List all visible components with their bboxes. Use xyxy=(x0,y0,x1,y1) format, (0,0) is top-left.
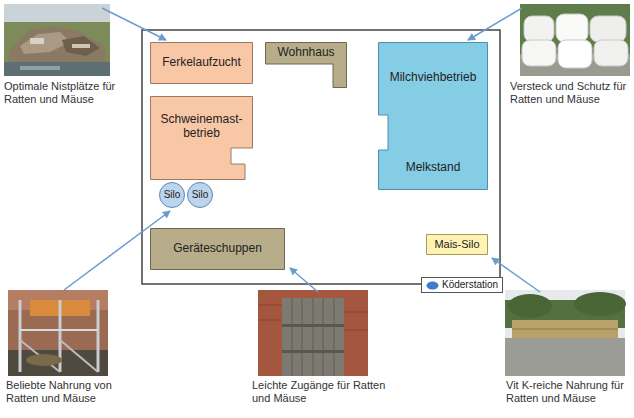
silo-circle: Silo xyxy=(159,182,185,208)
photo-caption: Leichte Zugänge für Ratten und Mäuse xyxy=(252,379,386,405)
photo-bales xyxy=(520,4,630,76)
maize-silo: Mais-Silo xyxy=(426,234,488,255)
building-label: Mais-Silo xyxy=(428,238,486,251)
legend-box: Köderstation xyxy=(421,277,503,293)
bait-station-swatch xyxy=(426,281,439,290)
dairy-building: MilchviehbetriebMelkstand xyxy=(378,42,488,190)
fattening-building: Schweinemast- betrieb xyxy=(150,96,253,180)
building-label: Ferkelaufzucht xyxy=(154,56,249,70)
building-label: Melkstand xyxy=(382,161,484,175)
house-building: Wohnhaus xyxy=(265,42,347,88)
building-shape xyxy=(379,43,488,190)
building-shape xyxy=(427,235,488,255)
building-label: Milchviehbetrieb xyxy=(382,71,484,85)
silo-circle: Silo xyxy=(187,182,213,208)
building-label: Geräteschuppen xyxy=(154,242,281,256)
building-shape xyxy=(151,97,253,180)
building-shape xyxy=(266,43,347,88)
legend-text: Köderstation xyxy=(442,279,498,291)
photo-caption: Versteck und Schutz für Ratten und Mäuse xyxy=(510,80,630,106)
building-label: Wohnhaus xyxy=(269,46,343,60)
rearing-building: Ferkelaufzucht xyxy=(150,42,253,84)
building-label: Schweinemast- betrieb xyxy=(156,113,247,141)
photo-feeder xyxy=(8,290,108,376)
building-shape xyxy=(188,183,213,208)
building-shape xyxy=(151,229,285,270)
photo-caption: Beliebte Nahrung von Ratten und Mäuse xyxy=(6,379,138,405)
photo-silage xyxy=(505,290,626,376)
photo-caption: Optimale Nistplätze für Ratten und Mäuse xyxy=(4,80,136,106)
building-shape xyxy=(151,43,253,84)
photo-door xyxy=(258,290,368,376)
farm-boundary xyxy=(142,30,500,284)
shed-building: Geräteschuppen xyxy=(150,228,285,270)
leader-arrows xyxy=(64,8,540,292)
building-label: Silo xyxy=(188,189,212,201)
building-label: Silo xyxy=(160,189,184,201)
photo-junk-pile xyxy=(4,4,110,76)
building-shape xyxy=(160,183,185,208)
photo-caption: Vit K-reiche Nahrung für Ratten und Mäus… xyxy=(506,379,630,405)
